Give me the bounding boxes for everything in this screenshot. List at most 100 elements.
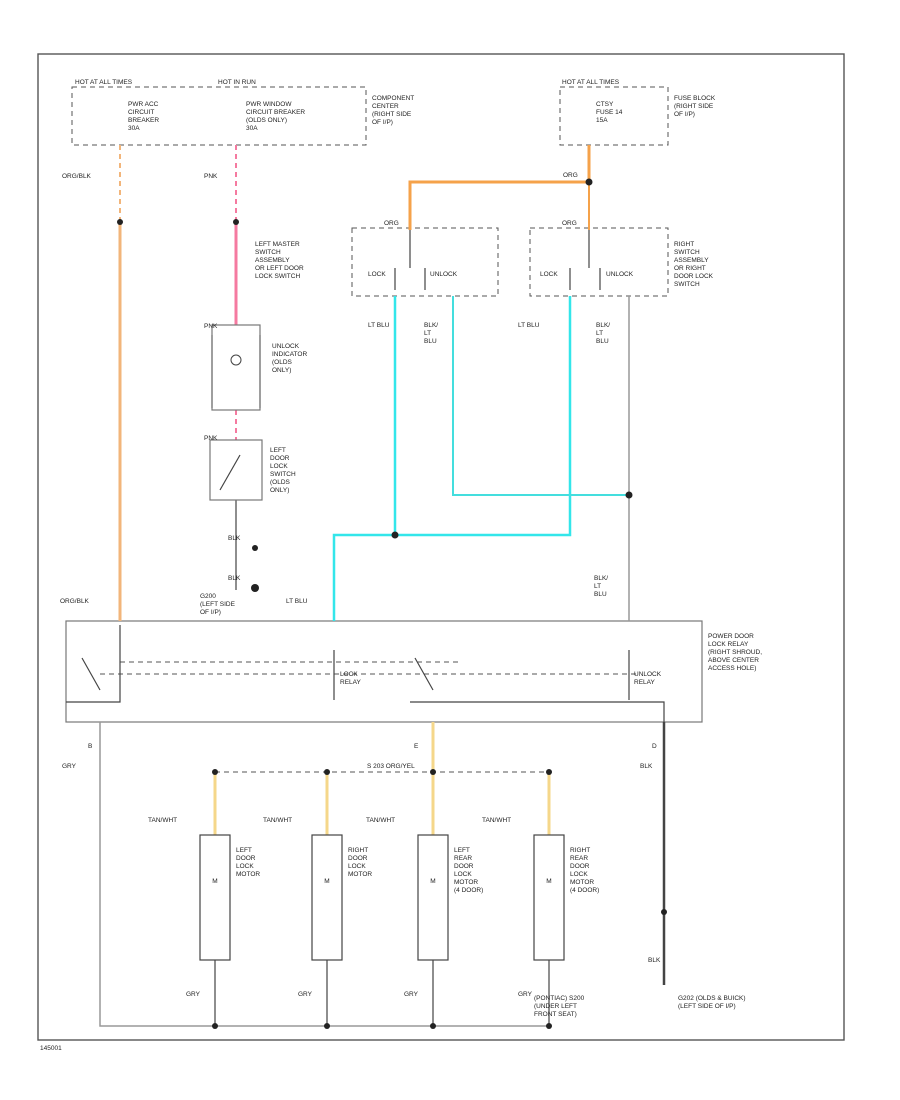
fuse-block-label-line: (RIGHT SIDE xyxy=(674,103,714,110)
left-door-switch-blade xyxy=(219,454,241,491)
lock-relay-label-line: LOCK xyxy=(340,671,358,678)
relay-box xyxy=(65,620,703,723)
s200-label-line: (PONTIAC) S200 xyxy=(534,995,585,1002)
motor-1-box xyxy=(199,834,231,961)
blu-lt-blu-2-label-line: BLK/ xyxy=(596,322,610,329)
motor-2-label-line: MOTOR xyxy=(348,871,372,878)
unlock-indicator-label-line: ONLY) xyxy=(272,367,291,374)
relay-internal-right xyxy=(410,701,665,722)
hot-all-times-left: HOT AT ALL TIMES xyxy=(75,79,133,86)
g200-label-line: OF I/P) xyxy=(200,609,221,616)
motor-4-label-line: DOOR xyxy=(570,863,590,870)
g200-label-line: G200 xyxy=(200,593,216,600)
fuse-block-label-line: OF I/P) xyxy=(674,111,695,118)
motor-1-m: M xyxy=(212,878,217,885)
left-door-switch xyxy=(209,439,263,501)
pnk-mid-label: PNK xyxy=(204,323,218,330)
yel-tag-4: TAN/WHT xyxy=(482,817,511,824)
ctsy-fuse-label-line: 15A xyxy=(596,117,608,124)
pwr-acc-cb-label-line: BREAKER xyxy=(128,117,159,124)
right-switch-label-line: DOOR LOCK xyxy=(674,273,714,280)
left-door-lock-switch-label-line: LOCK xyxy=(270,463,288,470)
wires-orange xyxy=(408,145,591,230)
pwr-acc-cb-label-line: 30A xyxy=(128,125,140,132)
blu-lt-blu-1-label-line: BLK/ xyxy=(424,322,438,329)
g202-label-line: (LEFT SIDE OF I/P) xyxy=(678,1003,736,1010)
hot-in-run: HOT IN RUN xyxy=(218,79,256,86)
left-door-lock-switch-label-line: ONLY) xyxy=(270,487,289,494)
motor-4-label-line: LOCK xyxy=(570,871,588,878)
org-blk-bottom-label: ORG/BLK xyxy=(60,598,90,605)
splice-yel-4 xyxy=(546,769,552,775)
motor-2-label-line: LOCK xyxy=(348,863,366,870)
wire-org-cross xyxy=(408,145,591,230)
lt-blu-3-label: LT BLU xyxy=(286,598,308,605)
g202-label-line: G202 (OLDS & BUICK) xyxy=(678,995,746,1002)
left-master-switch-label-line: LEFT MASTER xyxy=(255,241,300,248)
pwr-window-cb-label-line: PWR WINDOW xyxy=(246,101,292,108)
gry-relay-label: GRY xyxy=(62,763,77,770)
motor-3-label-line: (4 DOOR) xyxy=(454,887,483,894)
left-master-switch-box xyxy=(351,227,499,297)
pwr-window-cb-label-line: CIRCUIT BREAKER xyxy=(246,109,305,116)
fuse-block-box xyxy=(559,86,669,146)
motors xyxy=(199,834,565,1026)
left-door-lock-switch-label-line: SWITCH xyxy=(270,471,296,478)
pin-e-label: E xyxy=(414,743,419,750)
right-switch-label-line: OR RIGHT xyxy=(674,265,706,272)
diagram-code: 145001 xyxy=(40,1045,62,1052)
motor-4-label-line: REAR xyxy=(570,855,588,862)
pwr-acc-cb-label-line: CIRCUIT xyxy=(128,109,154,116)
splice-gry-2 xyxy=(324,1023,330,1029)
wires-yellow xyxy=(213,722,551,835)
pwr-acc-cb-label-line: PWR ACC xyxy=(128,101,159,108)
lt-blu-2-label: LT BLU xyxy=(518,322,540,329)
blu-lt-blu-2-label-line: LT xyxy=(596,330,603,337)
motor-3-label-line: LEFT xyxy=(454,847,470,854)
left-door-lock-switch-label-line: (OLDS xyxy=(270,479,291,486)
blu-lt-blu-2-label-line: BLU xyxy=(596,338,609,345)
left-door-lock-switch-label-line: DOOR xyxy=(270,455,290,462)
splice-gry-3 xyxy=(430,1023,436,1029)
motor-2-box xyxy=(311,834,343,961)
power-door-lock-relay-label-line: POWER DOOR xyxy=(708,633,754,640)
org-right-label: ORG xyxy=(563,172,578,179)
org-sw-left-label: ORG xyxy=(384,220,399,227)
relay-switches xyxy=(81,650,630,700)
blu-lt-blu-1-label-line: LT xyxy=(424,330,431,337)
left-door-switch-box xyxy=(209,439,263,501)
org-sw-right-label: ORG xyxy=(562,220,577,227)
left-master-switch-label-line: SWITCH xyxy=(255,249,281,256)
wire-ltblu-right-switch xyxy=(332,296,572,621)
motor-4-label-line: (4 DOOR) xyxy=(570,887,599,894)
splice-blk-d xyxy=(661,909,667,915)
g202-label: G202 (OLDS & BUICK)(LEFT SIDE OF I/P) xyxy=(678,995,746,1010)
component-center-label-line: (RIGHT SIDE xyxy=(372,111,412,118)
splice-ltblu-left xyxy=(391,531,399,539)
unlock-indicator-label-line: (OLDS xyxy=(272,359,293,366)
ctsy-fuse-label-line: CTSY xyxy=(596,101,614,108)
relay-blade-2 xyxy=(414,657,434,691)
right-switch-label-line: SWITCH xyxy=(674,249,700,256)
left-master-switch-label-line: LOCK SWITCH xyxy=(255,273,300,280)
pin-d-label: D xyxy=(652,743,657,750)
switch-boxes xyxy=(351,227,669,297)
s200-label-line: (UNDER LEFT xyxy=(534,1003,577,1010)
blk-2-label: BLK xyxy=(228,575,241,582)
yel-tag-2: TAN/WHT xyxy=(263,817,292,824)
right-switch-box xyxy=(529,227,669,297)
gry-bottom-3: GRY xyxy=(404,991,419,998)
lock-relay-label-line: RELAY xyxy=(340,679,361,686)
unlock-indicator-label-line: INDICATOR xyxy=(272,351,307,358)
